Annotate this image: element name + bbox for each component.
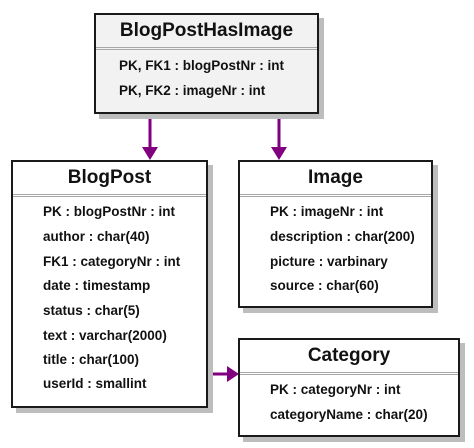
entity-field: text : varchar(2000) — [43, 328, 167, 343]
entity-field: status : char(5) — [43, 303, 140, 318]
entity-field: date : timestamp — [43, 278, 151, 293]
arrowhead-category — [227, 366, 239, 382]
entity-field: userId : smallint — [43, 376, 147, 391]
arrowhead-blogpost — [142, 147, 158, 160]
entity-field: PK, FK2 : imageNr : int — [119, 83, 266, 98]
entity-title: Category — [240, 340, 458, 375]
entity-blog-post[interactable]: BlogPost PK : blogPostNr : int author : … — [11, 160, 208, 408]
entity-title: BlogPostHasImage — [96, 15, 317, 50]
entity-title: BlogPost — [13, 162, 206, 197]
entity-field: PK : blogPostNr : int — [43, 204, 175, 219]
entity-field: author : char(40) — [43, 229, 150, 244]
entity-blog-post-has-image[interactable]: BlogPostHasImage PK, FK1 : blogPostNr : … — [94, 13, 319, 114]
entity-field: picture : varbinary — [270, 254, 388, 269]
entity-field: PK, FK1 : blogPostNr : int — [119, 58, 284, 73]
entity-field: description : char(200) — [270, 229, 415, 244]
entity-field: PK : imageNr : int — [270, 204, 384, 219]
entity-image[interactable]: Image PK : imageNr : int description : c… — [238, 160, 433, 308]
entity-title: Image — [240, 162, 431, 197]
entity-field: title : char(100) — [43, 352, 140, 367]
entity-field: source : char(60) — [270, 278, 379, 293]
entity-field: PK : categoryNr : int — [270, 382, 401, 397]
entity-field: FK1 : categoryNr : int — [43, 254, 181, 269]
arrowhead-image — [271, 147, 287, 160]
entity-category[interactable]: Category PK : categoryNr : int categoryN… — [238, 338, 460, 437]
entity-field: categoryName : char(20) — [270, 407, 428, 422]
